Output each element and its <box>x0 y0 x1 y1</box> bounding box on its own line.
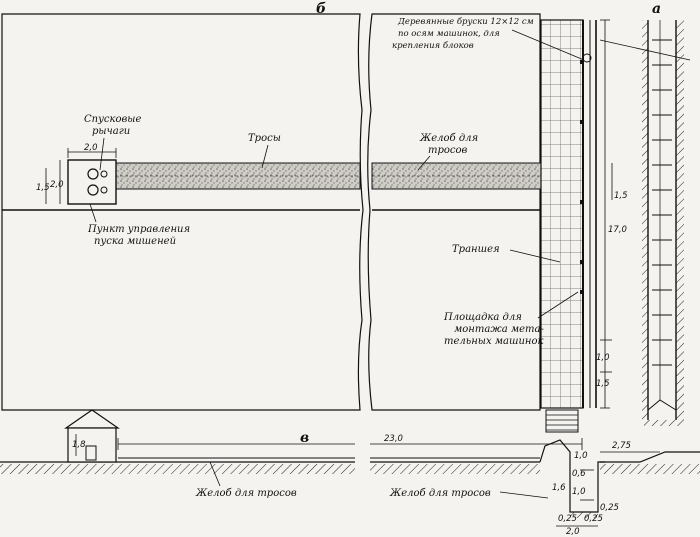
section-rungs <box>652 20 672 400</box>
dim-platform-1: 1,0 <box>596 353 610 363</box>
label-release-levers-1: Спусковые <box>84 114 141 125</box>
dim-booth-depth: 2,0 <box>50 180 64 190</box>
label-trench: Траншея <box>452 244 500 255</box>
label-wood-bars-3: крепления блоков <box>392 40 474 51</box>
dim-trough-width: 1,5 <box>614 191 628 201</box>
label-control-point-1: Пункт управления <box>87 224 190 235</box>
dim-pit-depth: 1,6 <box>552 483 566 493</box>
right-field-outline <box>367 13 541 411</box>
label-platform-2: монтажа мета- <box>454 324 545 335</box>
plan-letter: б <box>316 1 326 17</box>
section-view: а <box>599 1 691 426</box>
profile-view: 1,8 23,0 в 1,0 1,6 0,6 1,0 0,25 0,25 0,2… <box>0 409 700 537</box>
dim-pit-top: 1,0 <box>574 451 588 461</box>
control-booth-profile: 1,8 <box>64 409 120 463</box>
label-release-levers-2: рычаги <box>92 126 130 137</box>
label-control-point-2: пуска мишеней <box>94 236 176 247</box>
label-wood-bars-2: по осям машинок, для <box>398 29 500 39</box>
dim-range-length: 23,0 <box>384 434 403 444</box>
dim-pit-c: 0,25 <box>600 503 619 513</box>
label-wood-bars-1: Деревянные бруски 12×12 см <box>397 16 534 27</box>
dim-pit-b: 1,0 <box>572 487 586 497</box>
control-booth-plan <box>67 159 117 205</box>
trench-steps <box>545 409 579 433</box>
trench-grid <box>540 19 584 409</box>
dim-platform-2: 1,5 <box>596 379 610 389</box>
dim-trench-length: 17,0 <box>608 225 627 235</box>
label-cable-trough-2: тросов <box>428 145 468 156</box>
dim-right-span: 2,75 <box>612 441 631 451</box>
section-letter: а <box>652 1 661 17</box>
left-field-outline <box>1 13 364 411</box>
dim-pit-d: 0,25 <box>558 514 577 524</box>
dim-booth-offset: 1,5 <box>36 183 50 193</box>
plan-view: 2,0 2,0 1,5 Спусковые рычаги Тросы Желоб… <box>1 1 581 411</box>
dim-pit-a: 0,6 <box>572 469 586 479</box>
label-platform-3: тельных машинок <box>444 336 544 347</box>
label-cables: Тросы <box>248 133 281 144</box>
label-cable-trough-left: Желоб для тросов <box>195 488 297 499</box>
trench: 17,0 1,0 1,5 1,5 Деревянные бруски 12×12… <box>392 16 628 433</box>
label-cable-trough-right: Желоб для тросов <box>389 488 491 499</box>
dim-booth-height: 1,8 <box>72 440 86 450</box>
dim-pit-e: 0,25 <box>584 514 603 524</box>
profile-letter: в <box>300 430 309 446</box>
label-platform-1: Площадка для <box>443 312 522 323</box>
dim-booth-width: 2,0 <box>84 143 98 153</box>
dim-pit-width: 2,0 <box>566 527 580 537</box>
label-cable-trough-1: Желоб для <box>419 133 478 144</box>
target-pit: 1,0 1,6 0,6 1,0 0,25 0,25 0,25 2,0 <box>539 439 619 537</box>
